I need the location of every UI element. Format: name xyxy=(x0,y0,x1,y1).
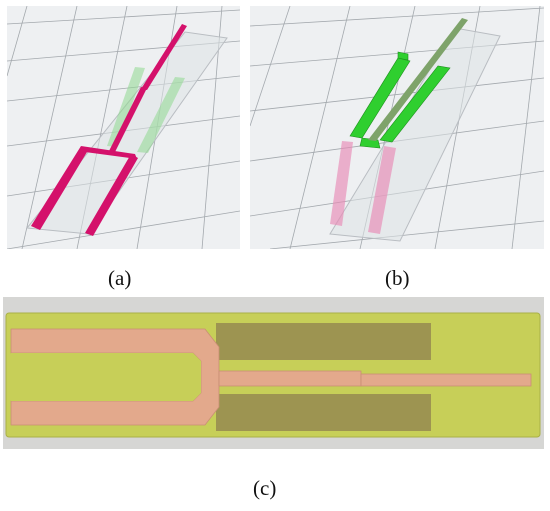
substrate xyxy=(26,31,228,235)
simulation-bottom-layer-graphic xyxy=(250,6,544,249)
top-layer-faint xyxy=(330,141,396,234)
caption-a: (a) xyxy=(108,266,132,290)
simulation-top-layer-graphic xyxy=(7,6,240,249)
caption-c: (c) xyxy=(253,476,277,500)
fork-gap xyxy=(11,353,201,401)
feedline xyxy=(368,18,468,141)
pcb-graphic xyxy=(5,312,541,438)
top-layer-traces xyxy=(31,24,187,236)
simulation-view-top-layer xyxy=(7,6,240,249)
substrate xyxy=(329,27,501,242)
fabricated-prototype-photo xyxy=(3,297,544,449)
simulation-view-bottom-layer xyxy=(250,6,544,249)
bottom-copper-shadow xyxy=(216,323,431,431)
bottom-layer-faint xyxy=(107,67,185,153)
caption-b: (b) xyxy=(385,266,410,290)
